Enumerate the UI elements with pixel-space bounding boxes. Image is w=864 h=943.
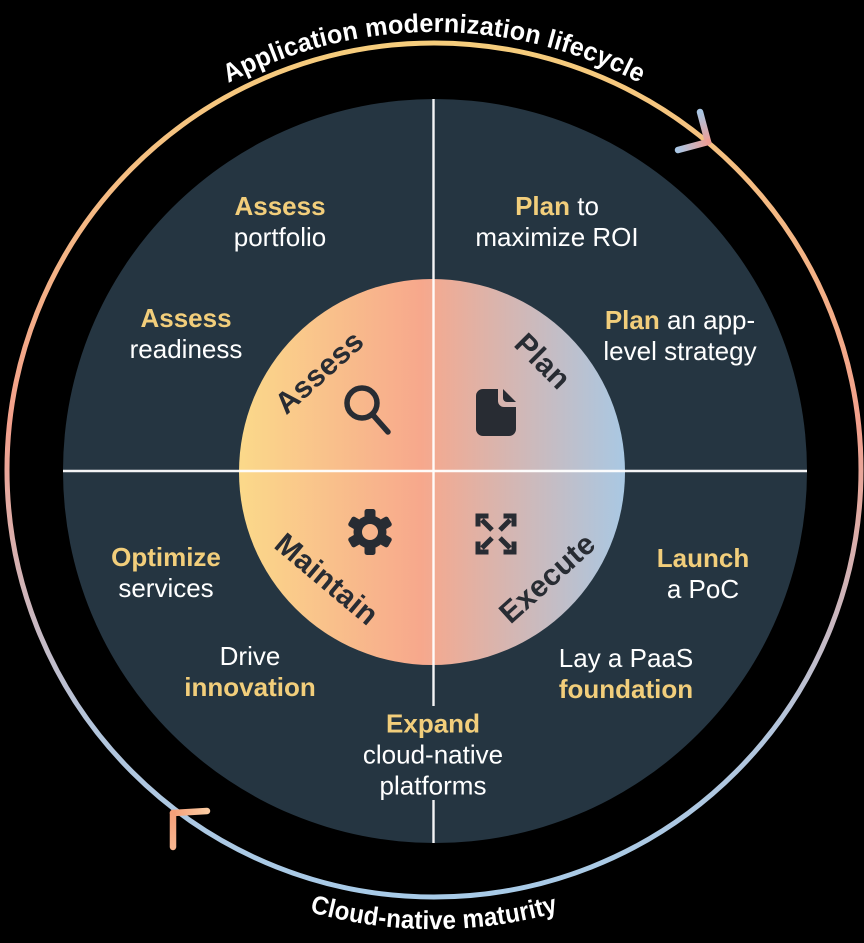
callout-line: level strategy (603, 336, 756, 367)
clockwise-arrow-top-right (674, 108, 712, 154)
callout-line: readiness (130, 334, 243, 365)
callout-line: foundation (559, 674, 693, 705)
callout-line: Assess (234, 191, 327, 222)
callout-launch-a-poc: Launch a PoC (657, 543, 749, 605)
accent-text: Expand (386, 708, 480, 739)
plain-text: a PoC (666, 574, 740, 604)
callout-line: Lay a PaaS (559, 643, 693, 674)
callout-line: platforms (363, 771, 503, 802)
callout-line: Drive (184, 641, 315, 672)
callout-line: cloud-native (363, 740, 503, 771)
plain-text: readiness (129, 334, 243, 364)
callout-plan-to-maximize-roi: Plan to maximize ROI (475, 191, 638, 253)
callout-expand-cloud-native-platforms: Expand cloud-native platforms (363, 709, 503, 802)
callout-line: services (111, 573, 221, 604)
callout-line: Optimize (111, 542, 221, 573)
callout-assess-portfolio: Assess portfolio (234, 191, 327, 253)
accent-text: Plan (515, 191, 570, 221)
callout-line: innovation (184, 672, 315, 703)
callout-line: maximize ROI (475, 222, 638, 253)
accent-text: Launch (656, 543, 750, 573)
plain-text: services (118, 573, 214, 603)
accent-text: Assess (234, 191, 326, 221)
callout-line: portfolio (234, 222, 327, 253)
arc-title-top: Application modernization lifecycle (218, 8, 651, 88)
plain-text: maximize ROI (475, 222, 639, 252)
accent-text: innovation (184, 672, 316, 702)
callout-line: Plan to (475, 191, 638, 222)
lifecycle-ring (4, 40, 864, 900)
plain-text: to (570, 191, 599, 221)
gear-icon (348, 509, 392, 555)
callout-line: Expand (363, 709, 503, 740)
callout-assess-readiness: Assess readiness (130, 303, 243, 365)
plain-text: level strategy (603, 336, 757, 366)
expand-icon (475, 513, 517, 555)
plain-text: Lay a PaaS (558, 643, 694, 673)
plain-text: platforms (379, 770, 487, 801)
callout-optimize-services: Optimize services (111, 542, 221, 604)
search-icon (344, 385, 391, 435)
accent-text: Assess (140, 303, 232, 333)
clockwise-arrow-bottom-left (169, 807, 211, 851)
callout-line: a PoC (657, 574, 749, 605)
plain-text: Drive (219, 641, 281, 671)
accent-text: foundation (558, 674, 694, 704)
plain-text: cloud-native (362, 739, 504, 770)
callout-lay-paas-foundation: Lay a PaaS foundation (559, 643, 693, 705)
callout-line: Assess (130, 303, 243, 334)
callout-line: Launch (657, 543, 749, 574)
callout-line: Plan an app- (603, 305, 756, 336)
accent-text: Optimize (111, 542, 221, 572)
callout-drive-innovation: Drive innovation (184, 641, 315, 703)
plain-text: an app- (659, 305, 756, 335)
accent-text: Plan (604, 305, 660, 335)
plain-text: portfolio (233, 222, 327, 252)
callout-plan-app-level-strategy: Plan an app- level strategy (603, 305, 756, 367)
document-icon (476, 389, 516, 436)
